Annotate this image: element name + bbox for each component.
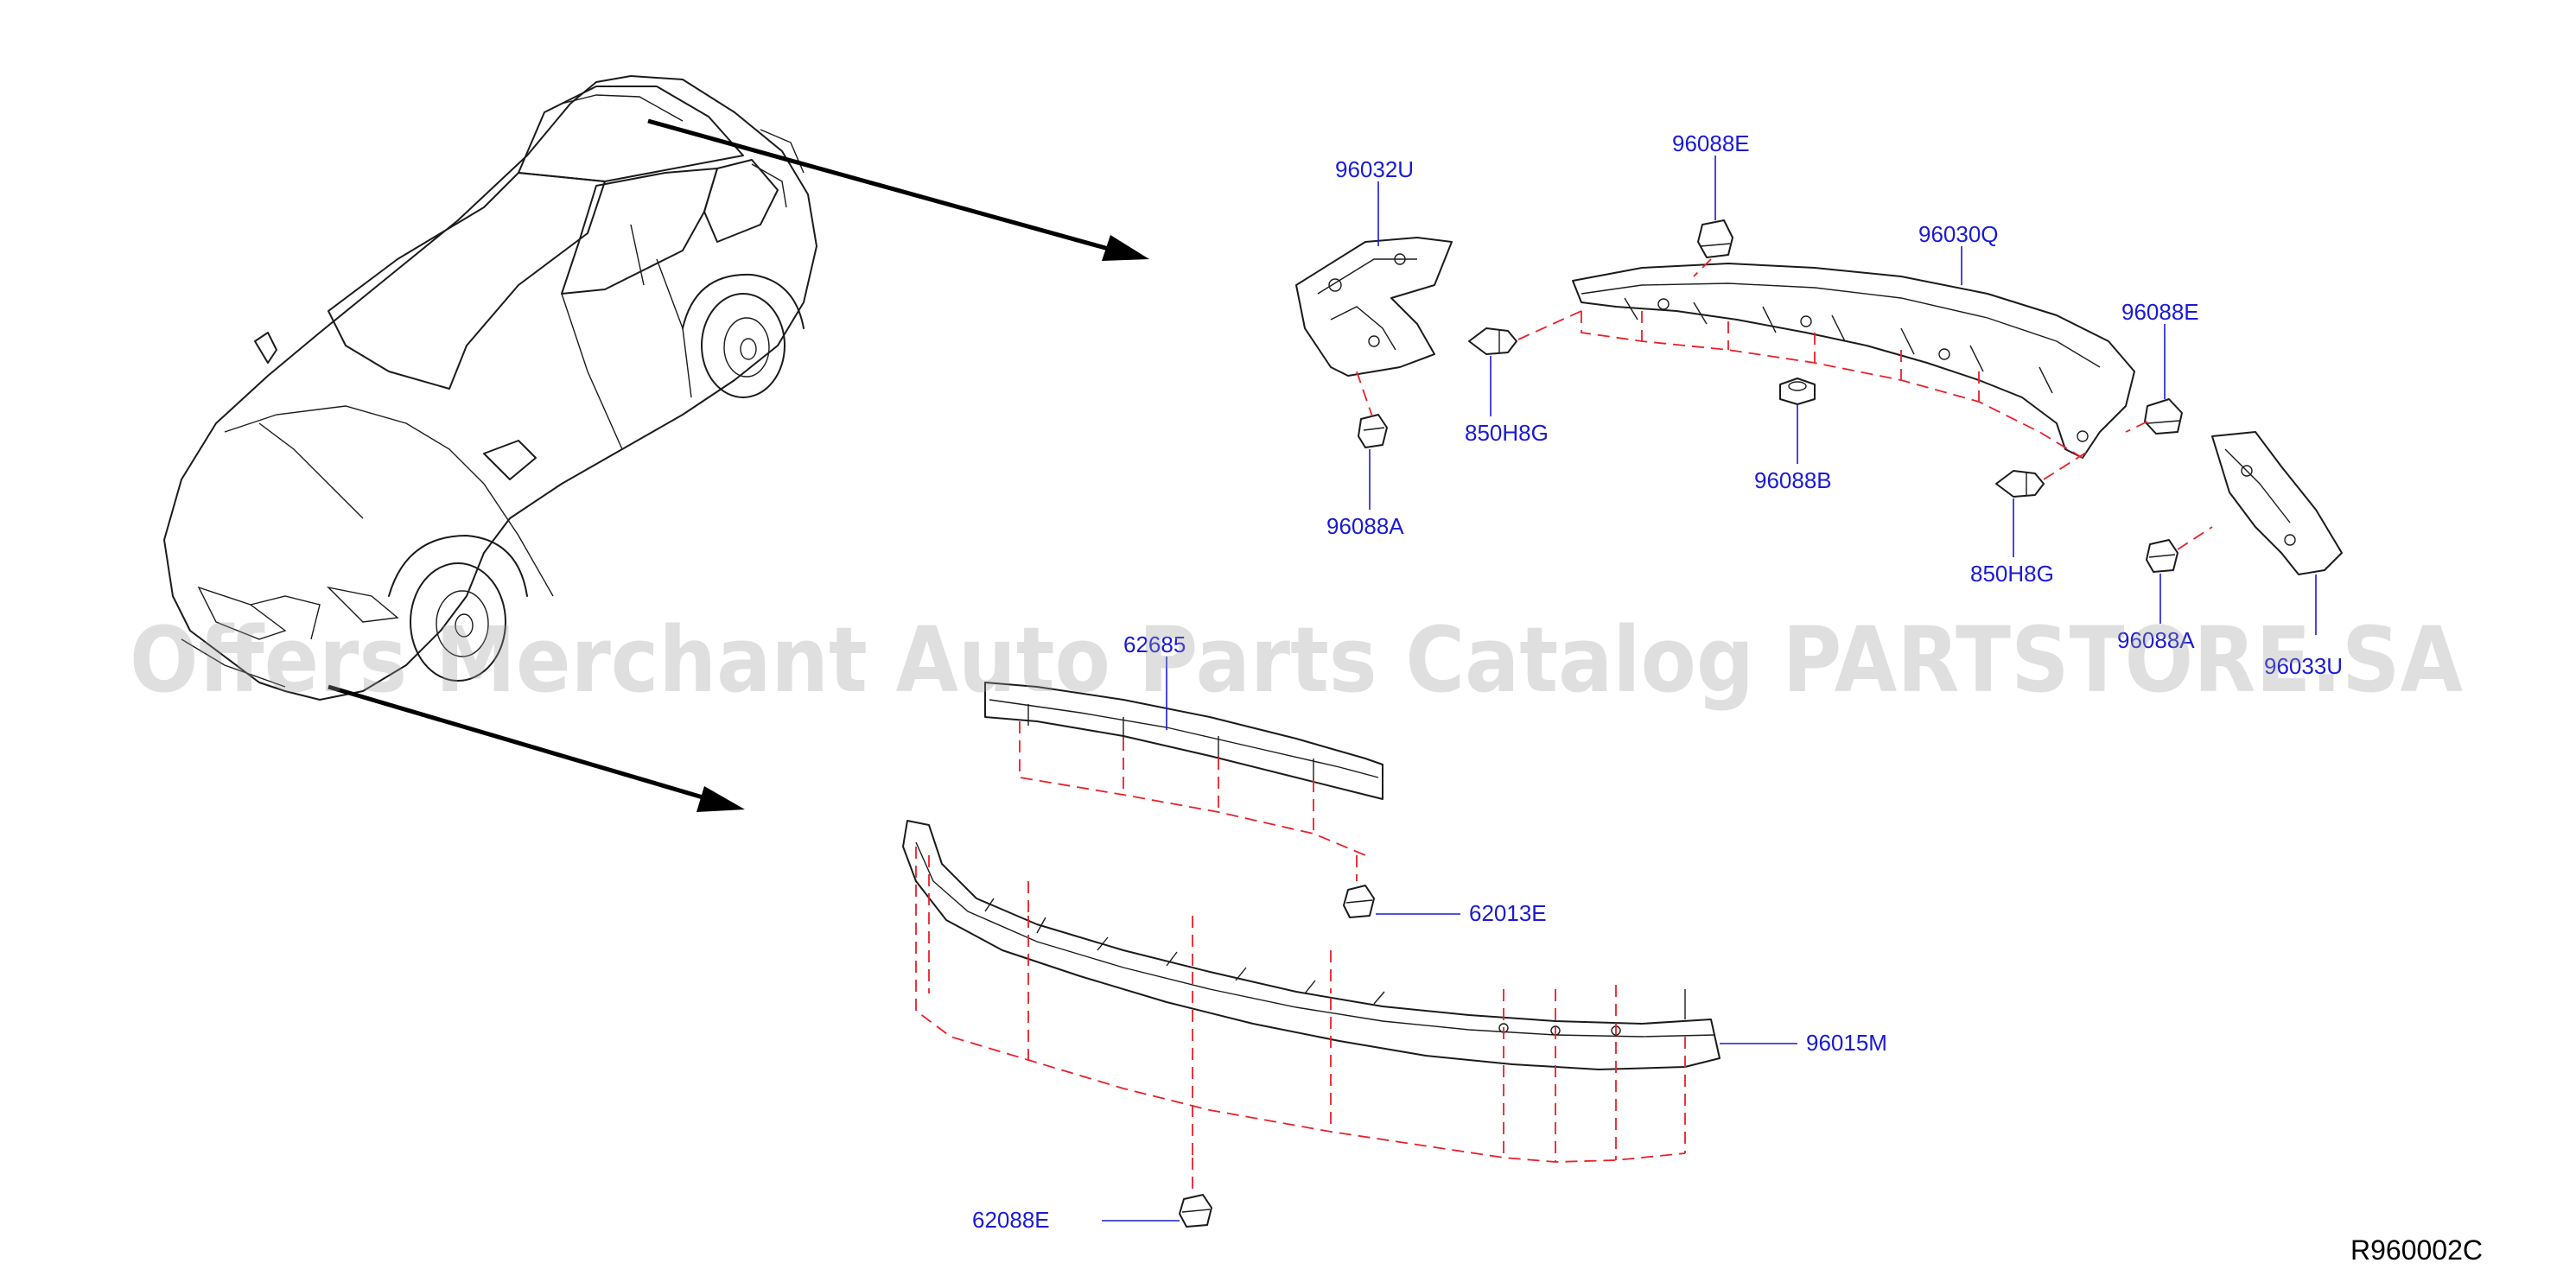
svg-text:96088A: 96088A [1326,513,1404,539]
label-96088A-left: 96088A [1326,449,1404,539]
diagram-id: R960002C [2350,1234,2483,1266]
label-62685: 62685 [1123,631,1186,730]
part-96015M-fascia [902,820,1721,1070]
svg-text:850H8G: 850H8G [1465,420,1549,446]
svg-text:96030Q: 96030Q [1918,221,1999,247]
part-62013E-clip [1343,885,1375,918]
part-96088B-nut [1779,378,1816,405]
svg-text:96088A: 96088A [2117,627,2195,653]
label-96015M: 96015M [1720,1030,1887,1056]
svg-text:62088E: 62088E [972,1207,1050,1233]
label-62013E: 62013E [1376,900,1547,926]
svg-text:62013E: 62013E [1469,900,1547,926]
svg-text:96032U: 96032U [1335,156,1414,182]
svg-text:96088B: 96088B [1754,467,1832,493]
callout-arrows [328,118,1149,812]
part-96088E-clip-right [2144,398,2183,435]
watermark-text: Offers Merchant Auto Parts Catalog PARTS… [130,607,2463,713]
label-96033U: 96033U [2264,574,2343,679]
svg-text:96088E: 96088E [2121,299,2199,325]
label-96088E-right: 96088E [2121,299,2199,399]
label-96088A-right: 96088A [2117,574,2195,653]
part-62685-strip [984,682,1383,800]
part-96032U-bracket [1295,237,1453,377]
svg-text:850H8G: 850H8G [1970,561,2054,587]
svg-text:62685: 62685 [1123,631,1186,657]
label-96030Q: 96030Q [1918,221,1999,285]
svg-text:96033U: 96033U [2264,653,2343,679]
label-850H8G-left: 850H8G [1465,356,1549,446]
vehicle-illustration [163,75,817,701]
part-96033U-bracket [2211,431,2343,575]
label-96032U: 96032U [1335,156,1414,246]
part-96088E-clip-top [1697,219,1733,258]
label-850H8G-right: 850H8G [1970,498,2054,587]
svg-text:96088E: 96088E [1672,130,1750,156]
part-96030Q-rail [1572,263,2135,459]
label-96088E-top: 96088E [1672,130,1750,220]
label-96088B: 96088B [1754,404,1832,493]
label-62088E: 62088E [972,1207,1180,1233]
part-850H8G-clip-right [1995,470,2045,498]
part-850H8G-clip-left [1468,327,1517,355]
part-62088E-clip [1179,1194,1212,1228]
part-96088A-clip-right [2146,539,2178,573]
part-96088A-clip-left [1358,414,1388,448]
svg-text:96015M: 96015M [1806,1030,1887,1056]
